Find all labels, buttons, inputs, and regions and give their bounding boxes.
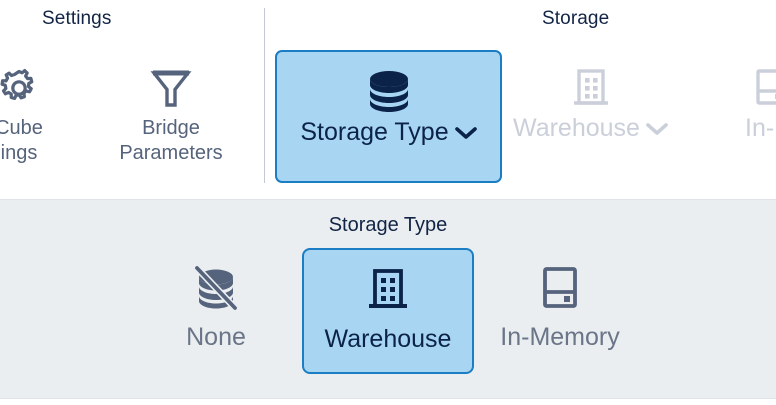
- building-icon: [568, 62, 614, 114]
- cube-settings-label-line1: Cube: [0, 117, 43, 139]
- database-slash-icon: [187, 260, 245, 318]
- panel-title: Storage Type: [328, 214, 448, 236]
- ribbon-tile-storage-type[interactable]: Storage Type: [275, 50, 502, 183]
- storage-type-dropdown-panel: Storage Type None: [0, 199, 776, 399]
- ribbon-tile-label-bridge-parameters: Bridge Parameters: [119, 116, 222, 166]
- funnel-icon: [150, 62, 192, 114]
- ribbon-tile-warehouse: Warehouse: [513, 62, 668, 141]
- memory-icon: [534, 260, 586, 318]
- storage-type-option-group: None: [0, 248, 776, 388]
- storage-type-option-in-memory[interactable]: In-Memory: [474, 248, 646, 374]
- storage-type-option-label-in-memory: In-Memory: [500, 323, 620, 351]
- bridge-parameters-label-line2: Parameters: [119, 142, 223, 164]
- bridge-parameters-label-line1: Bridge: [142, 117, 200, 139]
- ribbon-tile-label-in-memory: In-M: [745, 116, 776, 141]
- ribbon-tile-label-storage-type: Storage Type: [300, 118, 477, 146]
- ribbon-group-label-storage: Storage: [542, 8, 610, 29]
- storage-type-option-warehouse[interactable]: Warehouse: [302, 248, 474, 374]
- memory-icon: [748, 62, 776, 114]
- ribbon-group-label-settings: Settings: [42, 8, 112, 29]
- cube-settings-label-line2: ings: [0, 142, 38, 164]
- ribbon-group-separator: [264, 8, 265, 183]
- storage-type-option-none[interactable]: None: [130, 248, 302, 374]
- storage-type-option-label-none: None: [186, 323, 246, 351]
- ribbon-tile-label-cube-settings: Cube ings: [0, 116, 43, 166]
- storage-type-option-label-warehouse: Warehouse: [324, 325, 452, 353]
- ribbon-tile-in-memory: In-M: [712, 62, 776, 141]
- ribbon-tile-bridge-parameters[interactable]: Bridge Parameters: [96, 62, 246, 166]
- ribbon-tile-cube-settings[interactable]: Cube ings: [0, 62, 80, 166]
- in-memory-label-text: In-M: [745, 114, 776, 142]
- database-icon: [362, 66, 416, 118]
- chevron-down-icon: [454, 120, 477, 145]
- ribbon-tile-label-warehouse: Warehouse: [513, 116, 668, 141]
- gear-icon: [0, 62, 42, 114]
- ribbon-toolbar: Settings Storage Cube ings: [0, 0, 776, 199]
- storage-type-label-text: Storage Type: [300, 118, 449, 146]
- building-icon: [362, 262, 414, 320]
- warehouse-label-text: Warehouse: [513, 114, 640, 142]
- chevron-down-icon: [646, 116, 668, 141]
